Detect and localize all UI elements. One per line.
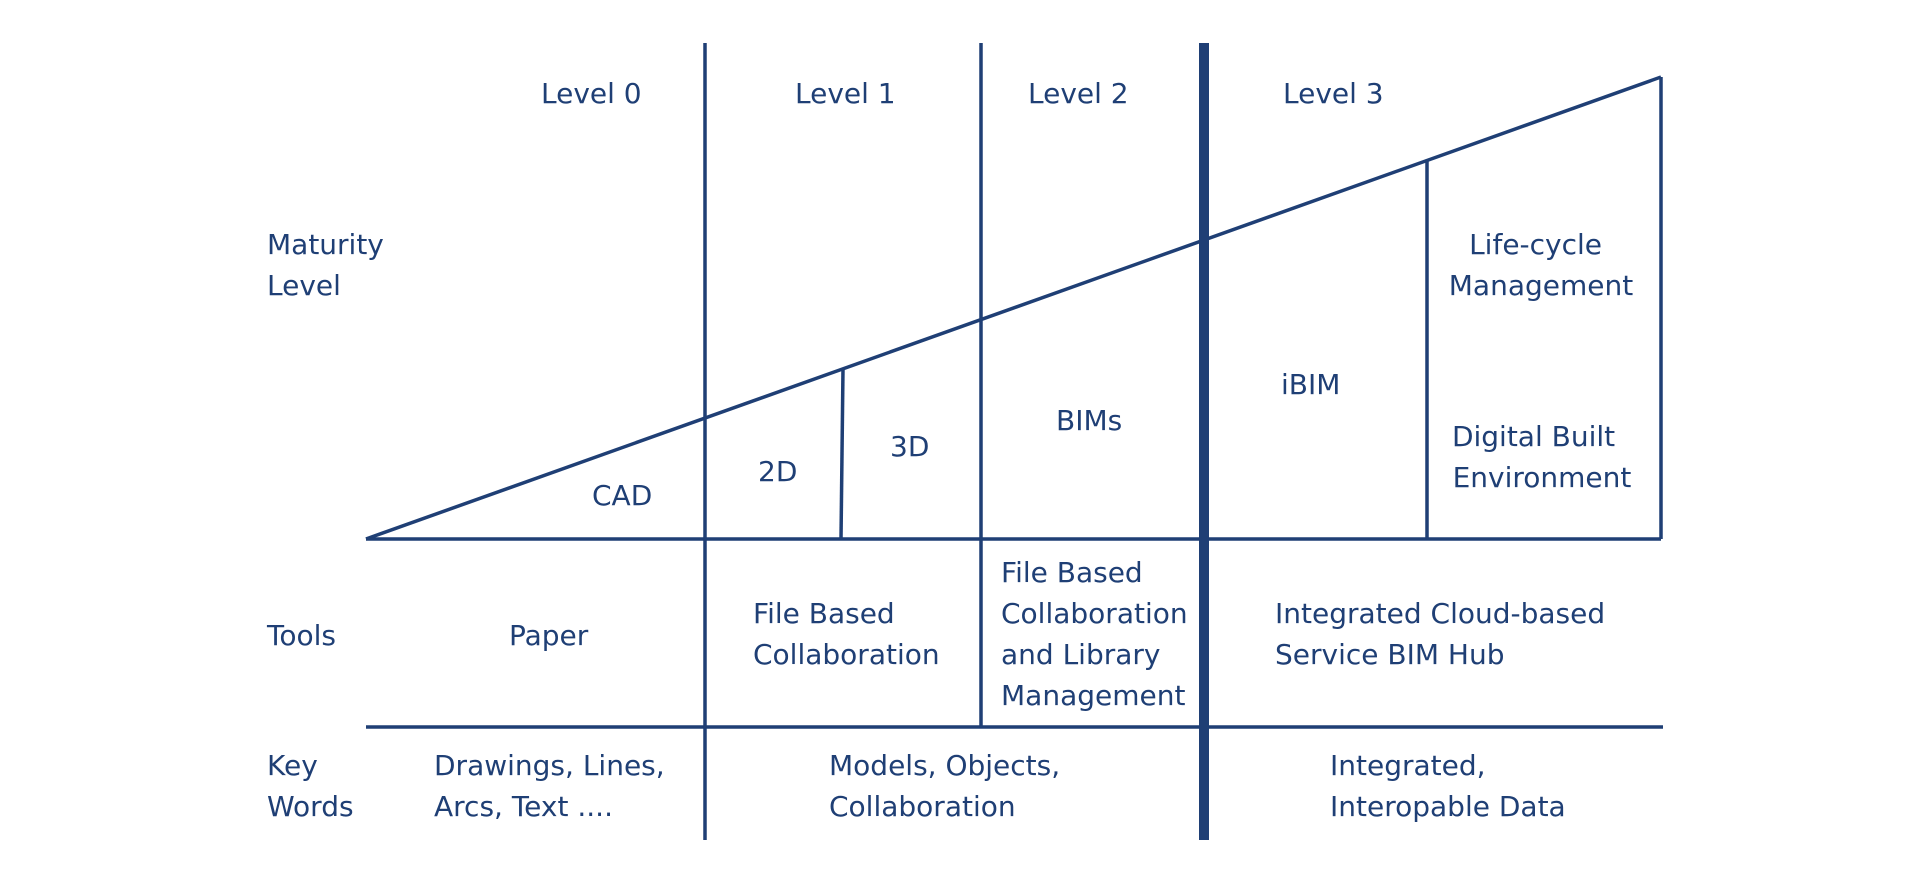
- ibim-label: iBIM: [1281, 368, 1340, 401]
- tools-level0-text: Paper: [509, 619, 589, 652]
- cad-label: CAD: [592, 479, 652, 512]
- key-words-level0-text: Drawings, Lines, Arcs, Text ....: [434, 749, 674, 823]
- triangle-hypotenuse: [365, 75, 1662, 541]
- tools-level1-text: File Based Collaboration: [753, 597, 940, 671]
- level-1-header: Level 1: [795, 77, 896, 110]
- digital-built-environment-label: Digital Built Environment: [1452, 420, 1631, 494]
- key-words-level3-text: Integrated, Interopable Data: [1330, 749, 1566, 823]
- level-3-header: Level 3: [1283, 77, 1384, 110]
- level-2-header: Level 2: [1028, 77, 1129, 110]
- tools-level2-text: File Based Collaboration and Library Man…: [1001, 556, 1197, 712]
- maturity-level-label: Maturity Level: [267, 228, 393, 302]
- divider-2d-3d: [839, 368, 845, 540]
- level-0-header: Level 0: [541, 77, 642, 110]
- bims-label: BIMs: [1056, 404, 1122, 437]
- lifecycle-management-label: Life-cycle Management: [1449, 228, 1633, 302]
- key-words-level12-text: Models, Objects, Collaboration: [829, 749, 1069, 823]
- diagram-lines: [365, 43, 1663, 840]
- tools-label: Tools: [266, 619, 336, 652]
- 2d-label: 2D: [758, 455, 797, 488]
- key-words-label: Key Words: [267, 749, 354, 823]
- tools-level3-text: Integrated Cloud-based Service BIM Hub: [1275, 597, 1614, 671]
- 3d-label: 3D: [890, 430, 929, 463]
